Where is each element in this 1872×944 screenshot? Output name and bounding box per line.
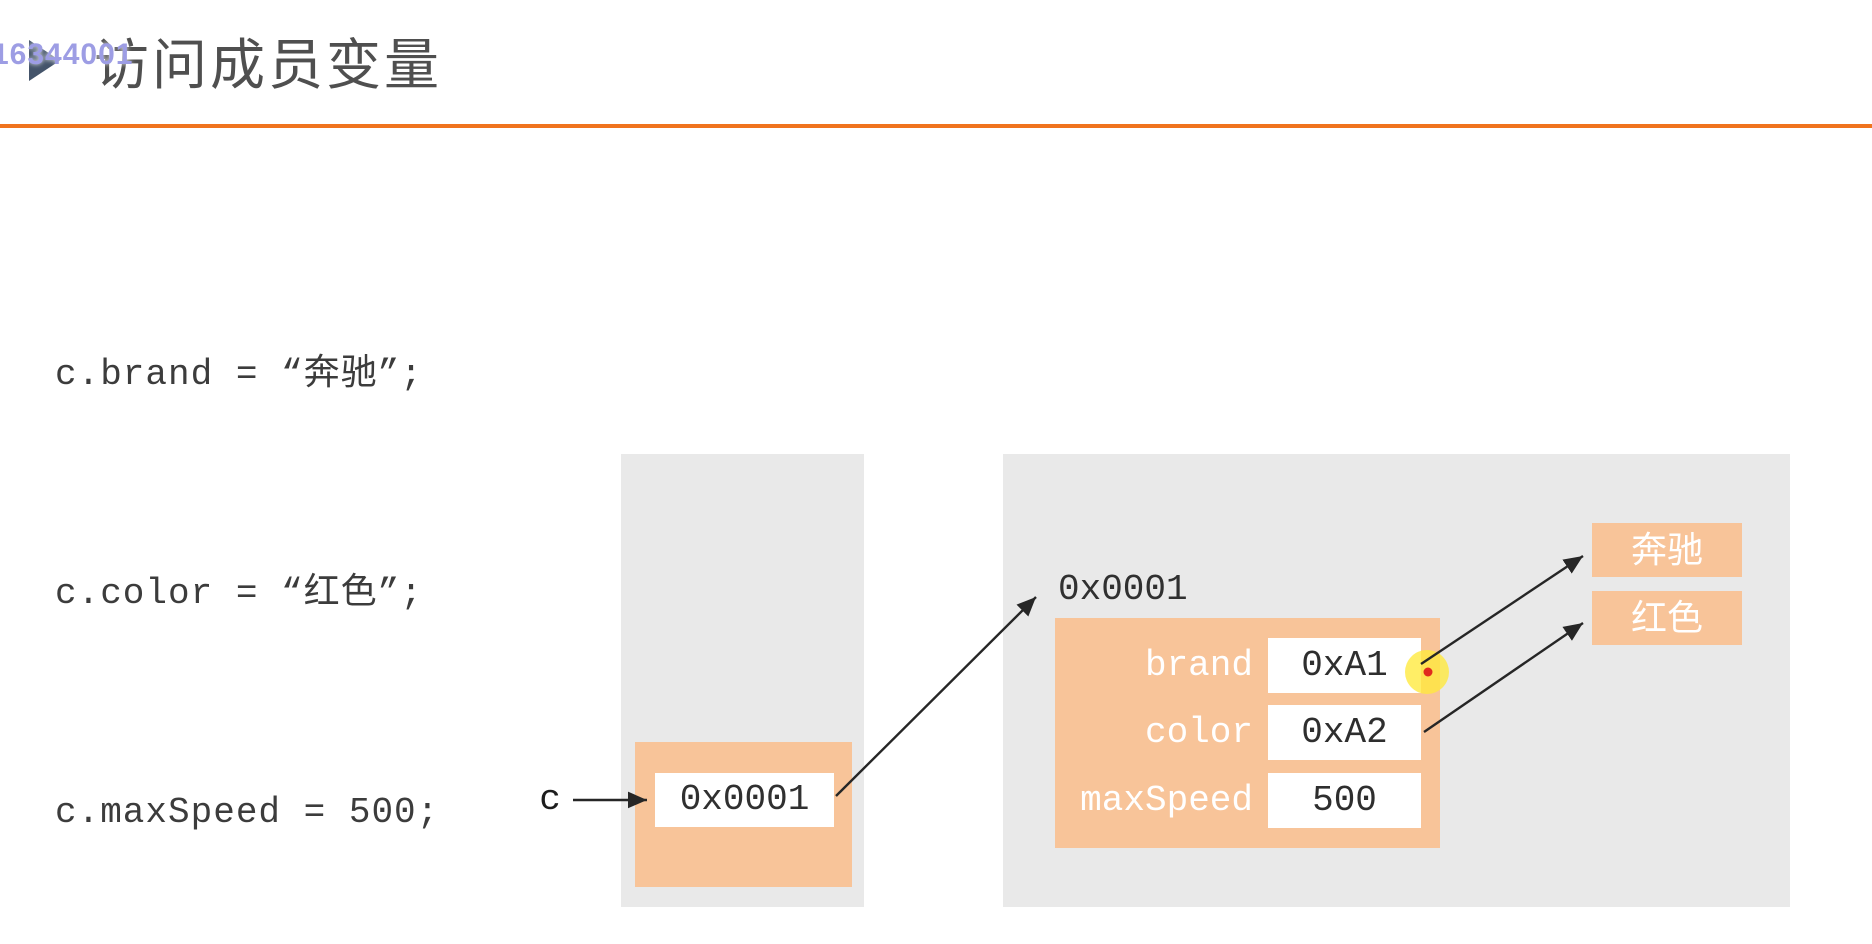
string-object-red: 红色 [1592,591,1742,645]
stack-address-box: 0x0001 [655,773,834,827]
title-bullet-triangle-icon [29,40,60,81]
pointer-variable-label: c [539,779,561,820]
page-title: 访问成员变量 [94,34,443,96]
field-value-color: 0xA2 [1268,705,1421,760]
code-block: c.brand = “奔驰”; c.color = “红色”; c.maxSpe… [55,192,439,944]
field-value-maxspeed: 500 [1268,773,1421,828]
string-object-benz: 奔驰 [1592,523,1742,577]
field-label-maxspeed: maxSpeed [1080,780,1253,821]
field-label-color: color [1144,712,1253,753]
field-label-brand: brand [1144,645,1253,686]
heap-address-label: 0x0001 [1058,569,1188,610]
title-divider-rule [0,124,1872,128]
code-line-brand: c.brand = “奔驰”; [55,354,423,395]
field-value-brand: 0xA1 [1268,638,1421,693]
code-line-color: c.color = “红色”; [55,573,423,614]
code-line-maxspeed: c.maxSpeed = 500; [55,792,440,833]
watermark-id: 16344001 [0,38,134,71]
